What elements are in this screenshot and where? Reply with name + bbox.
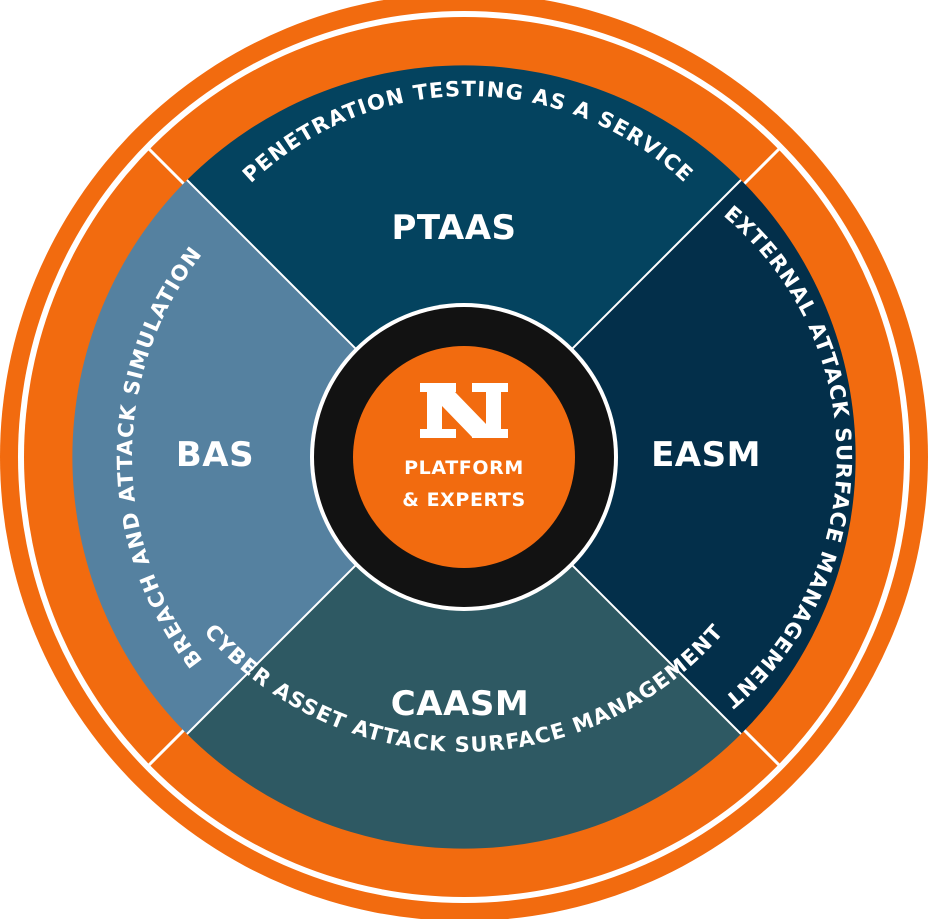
hub-center[interactable] [353,346,575,568]
quadrant-label-left: BAS [176,435,254,475]
quadrant-label-bottom: CAASM [391,684,529,724]
center-label-line2: & EXPERTS [402,489,526,511]
center-label-line1: PLATFORM [404,457,524,479]
quadrants [72,65,856,849]
quadrant-left[interactable] [72,180,464,734]
quadrant-top[interactable] [187,65,741,457]
quadrant-right[interactable] [464,180,856,734]
quadrant-label-right: EASM [651,435,761,475]
quadrant-bottom[interactable] [187,457,741,849]
ring-separators [145,145,783,769]
n-logo-icon [420,383,508,438]
quadrant-label-top: PTAAS [391,208,516,248]
